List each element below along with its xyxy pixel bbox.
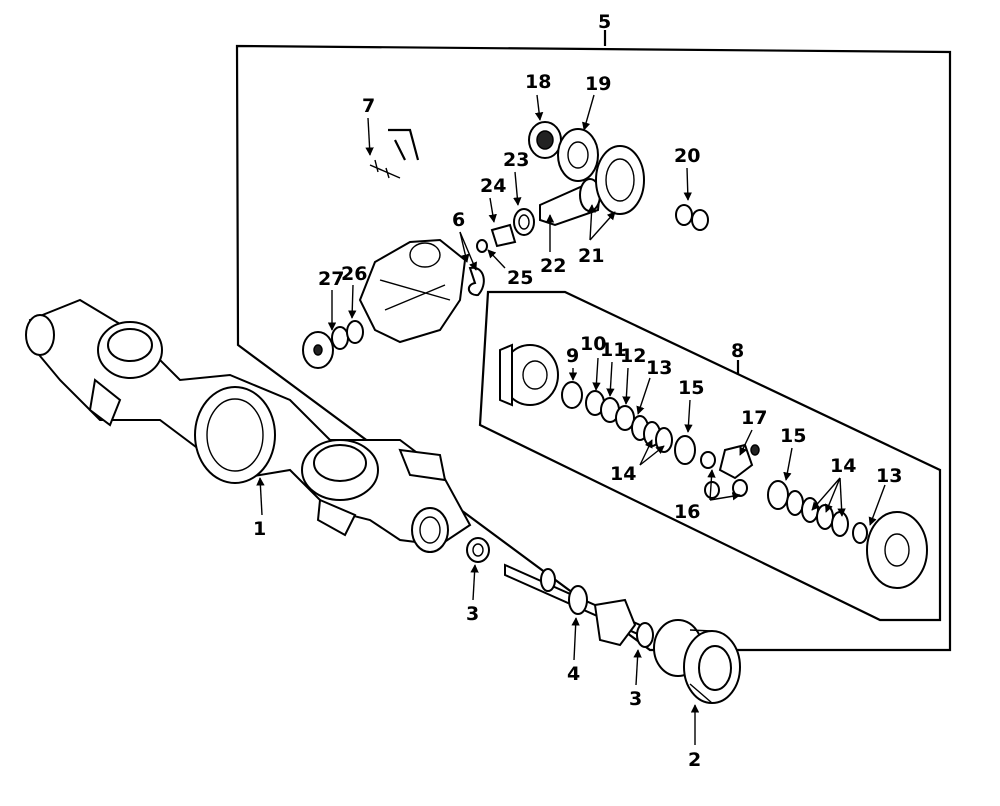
clutch-pack-left (631, 415, 696, 465)
breather-7 (369, 128, 420, 179)
callout-26: 26 (341, 263, 367, 285)
callout-24: 24 (480, 175, 506, 197)
seal-26 (331, 320, 364, 350)
callout-21: 21 (578, 245, 604, 267)
clutch-pack-right (767, 480, 868, 544)
callout-11: 11 (600, 339, 626, 361)
callout-20: 20 (674, 145, 700, 167)
callout-9: 9 (566, 345, 579, 367)
callout-3a: 3 (466, 603, 479, 625)
callout-6: 6 (452, 209, 465, 231)
axle-shaft (504, 563, 654, 648)
bearing-3-left (466, 537, 490, 563)
callout-14b: 14 (830, 455, 856, 477)
callout-19: 19 (585, 73, 611, 95)
ring-gear-21 (595, 145, 645, 215)
callout-10: 10 (580, 333, 606, 355)
diff-case-left (499, 343, 559, 407)
callout-3b: 3 (629, 688, 642, 710)
callout-27: 27 (318, 268, 344, 290)
group-8-frame (478, 290, 942, 622)
callout-1: 1 (253, 518, 266, 540)
callout-18: 18 (525, 71, 551, 93)
callout-2: 2 (688, 749, 701, 771)
yoke-flange-27 (302, 331, 334, 369)
callout-4: 4 (567, 663, 580, 685)
callout-15a: 15 (678, 377, 704, 399)
adjuster-6 (467, 266, 485, 297)
callout-16: 16 (674, 501, 700, 523)
diff-case-right (866, 511, 928, 589)
pinion-bearing-24 (490, 223, 517, 248)
axle-flange (653, 619, 741, 704)
axle-housing (25, 298, 472, 553)
callout-13b: 13 (876, 465, 902, 487)
washers-9-12 (561, 381, 635, 431)
callout-25: 25 (507, 267, 533, 289)
spider-gears-16-17 (700, 443, 760, 499)
callout-labels: 1 2 3 3 4 5 6 7 8 9 10 11 12 13 13 14 14… (253, 11, 902, 771)
callout-5: 5 (598, 11, 611, 33)
differential-carrier (358, 238, 467, 344)
callout-23: 23 (503, 149, 529, 171)
callout-17: 17 (741, 407, 767, 429)
spacer-25 (476, 239, 488, 253)
group-5-frame (235, 44, 952, 652)
shims-20 (675, 204, 709, 231)
leader-lines (256, 94, 886, 745)
callout-15b: 15 (780, 425, 806, 447)
callout-13a: 13 (646, 357, 672, 379)
seal-18 (528, 121, 562, 159)
carrier-bearing-19 (557, 128, 599, 182)
callout-22: 22 (540, 255, 566, 277)
bearing-23 (513, 208, 535, 236)
callout-12: 12 (620, 345, 646, 367)
callout-8: 8 (731, 340, 744, 362)
callout-14a: 14 (610, 463, 636, 485)
callout-7: 7 (362, 95, 375, 117)
